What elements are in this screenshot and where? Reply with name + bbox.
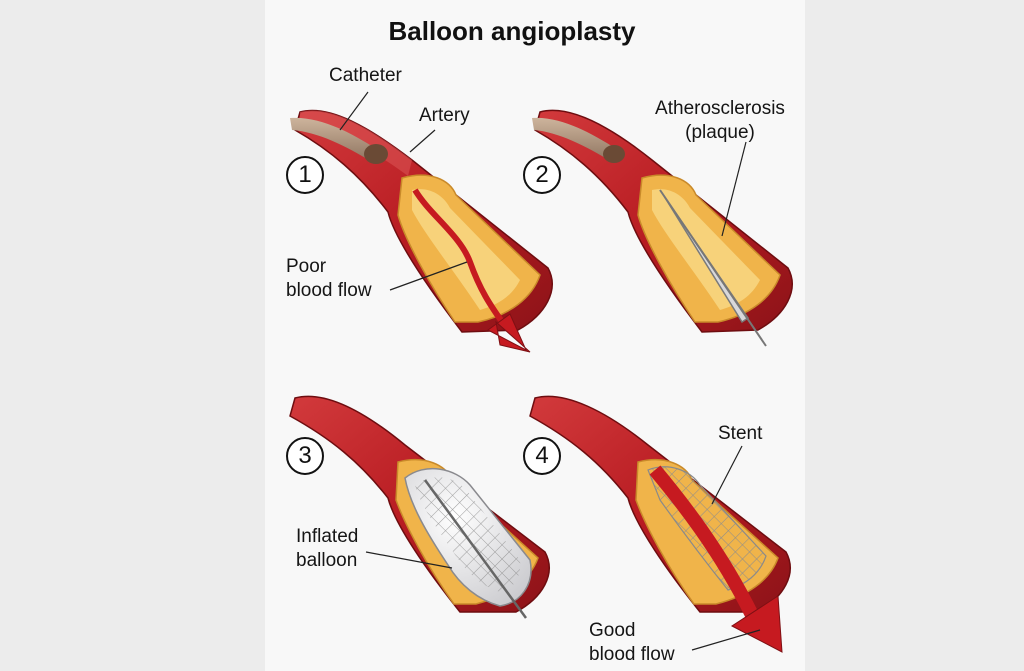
label-poor-flow-line1: Poor — [286, 256, 327, 277]
label-plaque-line1: Atherosclerosis — [655, 98, 785, 119]
panel-1-catheter-tip — [364, 144, 388, 164]
label-catheter: Catheter — [329, 65, 402, 86]
label-good-flow-line2: blood flow — [589, 644, 675, 665]
panel-1-flow-arrow — [487, 313, 531, 353]
label-good-flow-line1: Good — [589, 620, 636, 641]
leader-balloon — [365, 551, 453, 569]
leader-poor-flow — [389, 261, 468, 291]
panel-2-guidewire — [659, 189, 767, 347]
leader-catheter — [339, 91, 369, 131]
leader-artery — [409, 129, 436, 153]
step-3-badge: 3 — [286, 437, 324, 475]
panel-2-catheter — [532, 117, 618, 162]
leader-good-flow — [691, 629, 761, 651]
label-poor-flow-line2: blood flow — [286, 280, 372, 301]
label-stent: Stent — [718, 423, 763, 444]
panel-4-flow-arrow — [731, 595, 783, 653]
panel-2-catheter-tip — [603, 145, 625, 163]
panel-4-blood-flow — [649, 465, 759, 619]
leader-stent — [711, 445, 743, 505]
step-4-badge: 4 — [523, 437, 561, 475]
panel-1-catheter — [290, 117, 378, 162]
panel-1-blood-flow — [412, 188, 508, 328]
label-plaque-line2: (plaque) — [685, 122, 755, 143]
panel-3-guidewire — [423, 479, 528, 619]
step-2-badge: 2 — [523, 156, 561, 194]
leader-plaque — [721, 141, 747, 237]
diagram-title: Balloon angioplasty — [388, 16, 636, 46]
label-balloon-line1: Inflated — [296, 526, 359, 547]
step-1-badge: 1 — [286, 156, 324, 194]
label-balloon-line2: balloon — [296, 550, 358, 571]
label-artery: Artery — [419, 105, 470, 126]
panel-3-balloon-mesh — [415, 477, 521, 592]
